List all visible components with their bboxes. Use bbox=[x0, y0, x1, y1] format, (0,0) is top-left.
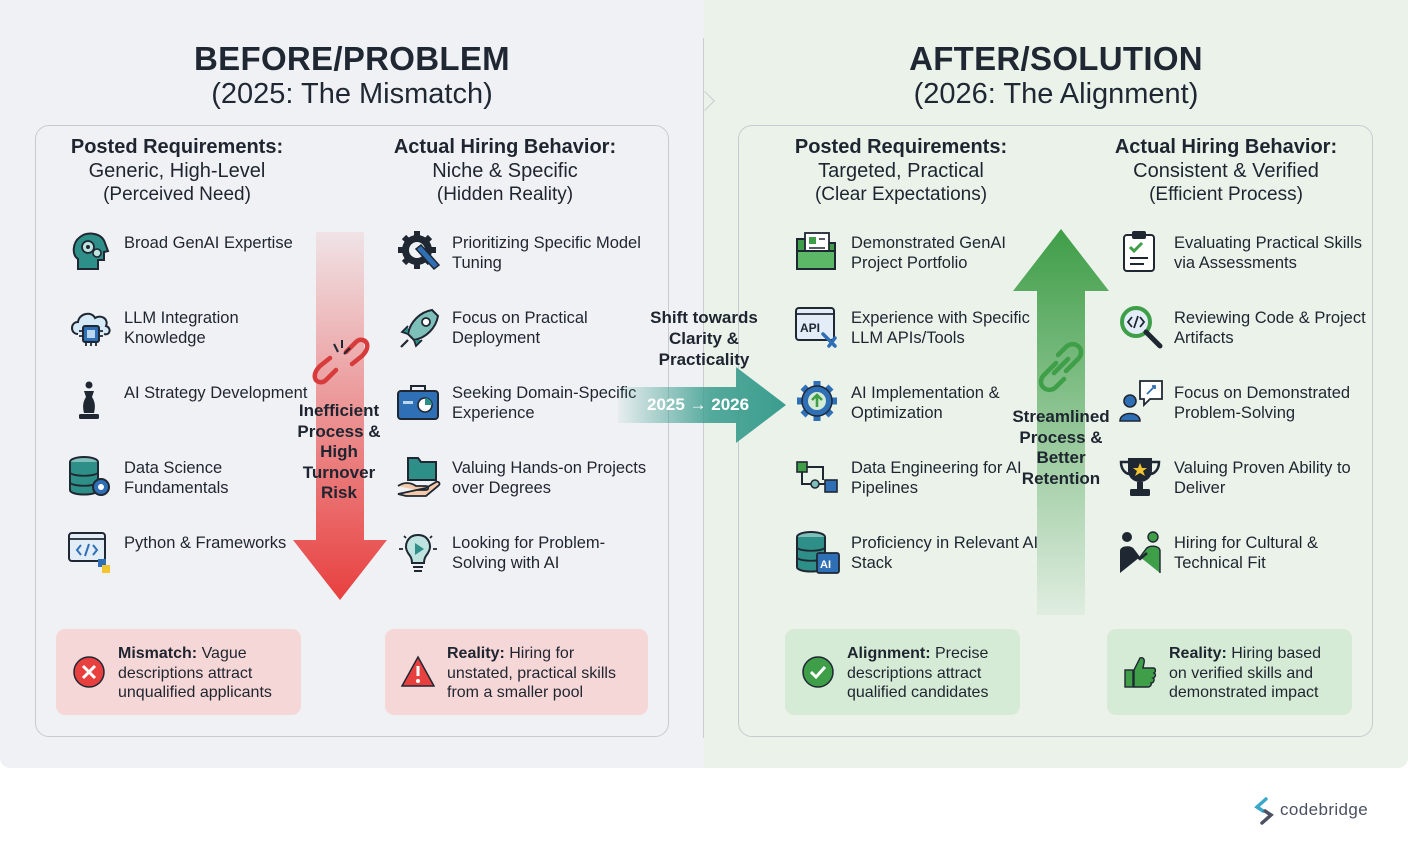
after-subtitle: (2026: The Alignment) bbox=[913, 78, 1199, 110]
solution-arrow-label: Streamlined Process & Better Retention bbox=[1012, 407, 1110, 488]
item-label: Data Engineering for AI Pipelines bbox=[851, 459, 1022, 497]
before-title: BEFORE/PROBLEM bbox=[194, 40, 510, 77]
after-posted-note: (Clear Expectations) bbox=[814, 184, 988, 205]
item-label: Python & Frameworks bbox=[124, 534, 287, 552]
error-x-icon bbox=[73, 656, 105, 688]
rocket-icon bbox=[400, 308, 440, 348]
item-label: Reviewing Code & Project Artifacts bbox=[1174, 309, 1366, 347]
folder-hand-icon bbox=[397, 457, 441, 497]
before-posted-note: (Perceived Need) bbox=[103, 184, 251, 205]
item-label: AI Strategy Development bbox=[124, 384, 308, 402]
before-posted-title: Posted Requirements: bbox=[70, 136, 284, 158]
item-label: Evaluating Practical Skills via Assessme… bbox=[1174, 234, 1362, 272]
database-ai-icon: AI bbox=[796, 531, 840, 574]
mismatch-note: Mismatch: Vague descriptions attract unq… bbox=[56, 629, 301, 715]
item-label: Valuing Proven Ability to Deliver bbox=[1174, 459, 1351, 497]
item-label: Focus on Practical Deployment bbox=[452, 309, 588, 347]
item-label: Experience with Specific LLM APIs/Tools bbox=[851, 309, 1030, 347]
magnifier-code-icon bbox=[1120, 306, 1163, 349]
shift-arrow bbox=[618, 367, 786, 443]
gear-upload-icon bbox=[797, 381, 837, 421]
after-actual-desc: Consistent & Verified bbox=[1133, 160, 1319, 182]
item-label: Prioritizing Specific Model Tuning bbox=[452, 234, 641, 272]
briefcase-chart-icon bbox=[397, 385, 439, 420]
after-title: AFTER/SOLUTION bbox=[909, 40, 1203, 77]
shift-years: 2025 → 2026 bbox=[647, 395, 750, 414]
shift-label: Shift towards Clarity & Practicality bbox=[650, 308, 758, 369]
broken-link-icon bbox=[312, 337, 370, 385]
before-subtitle: (2025: The Mismatch) bbox=[211, 78, 493, 110]
before-actual-note: (Hidden Reality) bbox=[436, 184, 574, 205]
problem-arrow bbox=[293, 232, 387, 600]
database-gear-icon bbox=[69, 456, 110, 496]
item-label: Valuing Hands-on Projects over Degrees bbox=[452, 459, 647, 497]
chain-link-icon bbox=[1038, 341, 1084, 393]
warning-triangle-icon bbox=[401, 655, 435, 687]
note-text: Hiring for unstated, practical skills fr… bbox=[447, 645, 616, 701]
before-posted-heading: Posted Requirements: Generic, High-Level… bbox=[52, 135, 302, 207]
item-label: Broad GenAI Expertise bbox=[124, 234, 293, 252]
before-posted-desc: Generic, High-Level bbox=[88, 160, 266, 182]
svg-text:API: API bbox=[800, 321, 820, 335]
note-label: Reality: bbox=[1169, 645, 1227, 662]
item-label: Data Science Fundamentals bbox=[124, 459, 229, 497]
gear-wrench-icon bbox=[398, 231, 441, 271]
reality-note-before: Reality: Hiring for unstated, practical … bbox=[385, 629, 648, 715]
before-panel bbox=[35, 125, 669, 737]
before-actual-title: Actual Hiring Behavior: bbox=[393, 136, 617, 158]
cloud-chip-icon bbox=[71, 312, 111, 346]
before-actual-desc: Niche & Specific bbox=[432, 160, 578, 182]
pipeline-icon bbox=[796, 461, 838, 493]
folder-portfolio-icon bbox=[796, 232, 836, 270]
check-circle-icon bbox=[802, 656, 834, 688]
handshake-icon bbox=[1120, 531, 1161, 573]
trophy-icon bbox=[1119, 458, 1161, 496]
before-actual-heading: Actual Hiring Behavior: Niche & Specific… bbox=[380, 135, 630, 207]
problem-arrow-label: Inefficient Process & High Turnover Risk bbox=[297, 401, 381, 502]
after-posted-desc: Targeted, Practical bbox=[818, 160, 984, 182]
after-posted-heading: Posted Requirements: Targeted, Practical… bbox=[776, 135, 1026, 207]
after-actual-heading: Actual Hiring Behavior: Consistent & Ver… bbox=[1100, 135, 1352, 207]
alignment-note: Alignment: Precise descriptions attract … bbox=[785, 629, 1020, 715]
person-idea-icon bbox=[1119, 380, 1163, 422]
note-text: Vague descriptions attract unqualified a… bbox=[118, 645, 272, 701]
brand-name: codebridge bbox=[1280, 800, 1369, 819]
after-actual-note: (Efficient Process) bbox=[1149, 184, 1303, 205]
svg-text:AI: AI bbox=[820, 559, 831, 571]
api-window-icon: API bbox=[795, 307, 837, 348]
note-text: Hiring based on verified skills and demo… bbox=[1169, 645, 1322, 701]
note-label: Reality: bbox=[447, 645, 505, 662]
codebridge-logo-icon bbox=[1254, 797, 1274, 825]
solution-arrow bbox=[1013, 229, 1109, 615]
item-label: Proficiency in Relevant AI Stack bbox=[851, 534, 1039, 572]
after-actual-title: Actual Hiring Behavior: bbox=[1114, 136, 1338, 158]
item-label: Demonstrated GenAI Project Portfolio bbox=[851, 234, 1006, 272]
item-label: Focus on Demonstrated Problem-Solving bbox=[1174, 384, 1351, 422]
code-python-icon bbox=[68, 532, 110, 573]
item-label: Looking for Problem-Solving with AI bbox=[452, 534, 606, 572]
head-gears-icon bbox=[72, 232, 110, 270]
reality-note-after: Reality: Hiring based on verified skills… bbox=[1107, 629, 1352, 715]
note-label: Alignment: bbox=[847, 645, 931, 662]
chess-piece-icon bbox=[79, 381, 99, 419]
item-label: Hiring for Cultural & Technical Fit bbox=[1174, 534, 1318, 572]
after-posted-title: Posted Requirements: bbox=[794, 136, 1008, 158]
item-label: Seeking Domain-Specific Experience bbox=[452, 384, 637, 422]
note-label: Mismatch: bbox=[118, 645, 198, 662]
note-text: Precise descriptions attract qualified c… bbox=[847, 645, 989, 701]
thumbs-up-icon bbox=[1124, 657, 1157, 688]
item-label: AI Implementation & Optimization bbox=[851, 384, 1000, 422]
clipboard-check-icon bbox=[1123, 231, 1155, 272]
lightbulb-play-icon bbox=[399, 533, 437, 572]
item-label: LLM Integration Knowledge bbox=[124, 309, 239, 347]
